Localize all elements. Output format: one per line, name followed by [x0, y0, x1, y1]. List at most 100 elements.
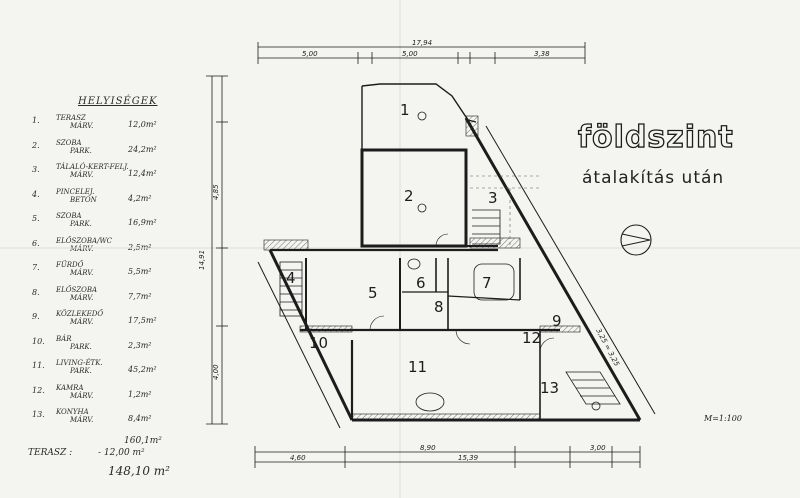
room-schedule-room-name: KONYHA	[56, 408, 89, 416]
room-schedule-area: 17,5m²	[128, 316, 157, 325]
room-schedule-name: LIVING-ÉTK.PARK.	[56, 359, 136, 375]
room-schedule-room-name: SZOBA	[56, 138, 82, 147]
room-schedule-room-name: KAMRA	[56, 383, 84, 392]
room-schedule-area: 5,5m²	[128, 267, 152, 276]
dim-left-total: 14,91	[198, 250, 206, 270]
room-schedule-finish: PARK.	[70, 220, 92, 228]
dim-left-seg-2: 4,00	[212, 364, 220, 380]
room-schedule-room-name: PINCELEJ.	[56, 187, 95, 196]
room-number-13: 13	[540, 379, 559, 397]
room-schedule-room-name: LIVING-ÉTK.	[56, 359, 103, 367]
room-schedule-number: 11.	[32, 361, 45, 370]
hatched-wall-sections	[263, 115, 581, 421]
room-schedule-number: 9.	[32, 312, 40, 321]
dim-top-seg-1: 5,00	[302, 50, 318, 58]
room-number-3: 3	[488, 189, 498, 207]
terasz-deduction-value: - 12,00 m²	[98, 448, 145, 458]
room-schedule-number: 5.	[32, 214, 40, 223]
room-schedule-finish: PARK.	[70, 342, 92, 351]
room-schedule-area: 16,9m²	[128, 218, 157, 227]
room-schedule-finish: MÁRV.	[70, 416, 94, 424]
room-number-12: 12	[522, 329, 541, 347]
room-schedule-room-name: SZOBA	[56, 212, 82, 220]
room-schedule-area: 2,5m²	[128, 242, 152, 252]
room-schedule-room-name: TERASZ	[56, 114, 86, 122]
dim-top-total: 17,94	[412, 39, 432, 47]
room-schedule-area: 7,7m²	[128, 291, 152, 301]
room-schedule-number: 2.	[32, 140, 40, 150]
room-number-9: 9	[552, 312, 562, 330]
total-area: 160,1m²	[124, 436, 162, 446]
fixtures	[407, 111, 601, 412]
room-schedule-row: 11.LIVING-ÉTK.PARK.45,2m²	[28, 359, 178, 383]
room-schedule-number: 4.	[32, 189, 40, 199]
room-schedule-finish: MÁRV.	[70, 318, 94, 326]
room-schedule-room-name: FÜRDŐ	[56, 261, 84, 269]
room-schedule-number: 1.	[32, 116, 40, 125]
room-schedule-name: TÁLALÓ-KERT-FELJ.MÁRV.	[56, 163, 136, 179]
room-schedule-title: HELYISÉGEK	[78, 96, 158, 107]
room-schedule-number: 12.	[32, 385, 45, 395]
room-number-2: 2	[404, 187, 414, 205]
room-schedule-finish: BETON	[70, 195, 97, 204]
dim-top-seg-2: 5,00	[402, 50, 418, 58]
room-schedule-area: 1,2m²	[128, 389, 152, 399]
room-schedule-number: 8.	[32, 287, 40, 297]
room-number-7: 7	[482, 274, 492, 292]
room-schedule-number: 7.	[32, 263, 40, 272]
room-schedule-area: 4,2m²	[128, 193, 152, 203]
scale-note: M=1:100	[704, 414, 742, 423]
room-schedule-finish: MÁRV.	[70, 122, 94, 130]
room-schedule-finish: MÁRV.	[70, 171, 94, 179]
bottom-dimension-chain	[254, 446, 641, 468]
guide-lines	[470, 175, 540, 246]
room-schedule-room-name: ELŐSZOBA/WC	[56, 236, 113, 245]
room-schedule-number: 10.	[32, 336, 45, 346]
sheet-subtitle: átalakítás után	[582, 168, 725, 188]
dim-left-seg-1: 4,85	[212, 184, 220, 200]
dim-top-seg-3: 3,38	[534, 50, 550, 58]
room-schedule-room-name: TÁLALÓ-KERT-FELJ.	[56, 163, 129, 171]
room-number-1: 1	[400, 101, 410, 119]
room-schedule-room-name: KÖZLEKEDŐ	[56, 310, 104, 318]
left-dimension-chain	[206, 75, 228, 425]
room-schedule-area: 12,4m²	[128, 169, 157, 178]
dim-bottom-total: 15,39	[458, 454, 479, 462]
room-schedule-number: 6.	[32, 238, 40, 248]
room-schedule-name: PINCELEJ.BETON	[56, 188, 136, 204]
room-schedule-finish: MÁRV.	[70, 293, 94, 302]
top-dimension-chain	[257, 42, 586, 64]
dim-bottom-seg-3: 3,00	[590, 444, 606, 452]
room-number-6: 6	[416, 274, 426, 292]
net-area: 148,10 m²	[108, 464, 170, 478]
room-number-5: 5	[368, 284, 378, 302]
door-swings	[369, 233, 555, 353]
room-number-10: 10	[309, 334, 328, 352]
room-schedule-room-name: BÁR	[56, 334, 72, 343]
room-schedule-area: 8,4m²	[128, 414, 152, 423]
room-schedule-area: 2,3m²	[128, 340, 152, 350]
room-schedule-finish: MÁRV.	[70, 391, 94, 400]
room-schedule-finish: MÁRV.	[70, 269, 94, 277]
room-schedule-number: 3.	[32, 165, 40, 174]
stairs	[279, 209, 621, 405]
room-schedule-row: 3.TÁLALÓ-KERT-FELJ.MÁRV.12,4m²	[28, 163, 178, 187]
dim-bottom-seg-1: 4,60	[290, 454, 306, 462]
room-schedule-finish: PARK.	[70, 146, 92, 155]
terasz-deduction-label: TERASZ :	[28, 448, 73, 458]
